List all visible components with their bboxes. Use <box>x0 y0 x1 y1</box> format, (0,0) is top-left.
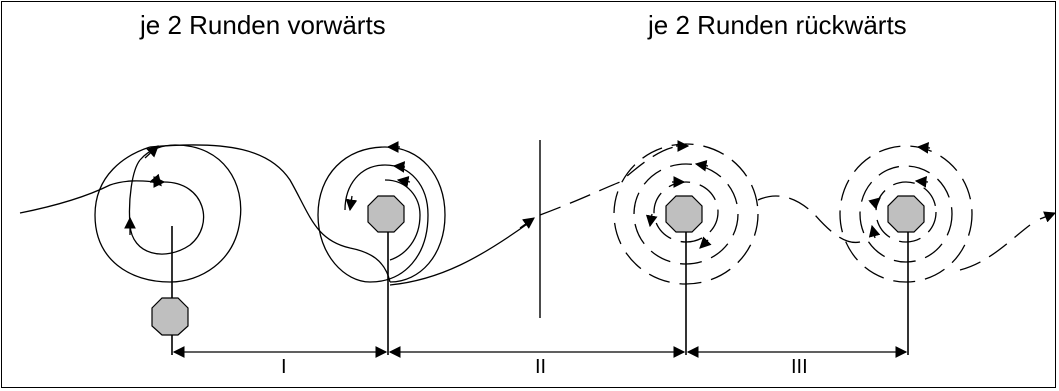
segment-label-1: I <box>281 356 287 378</box>
inner-loop-1 <box>128 159 205 255</box>
circle-group-1 <box>19 144 391 355</box>
entry-path <box>19 180 159 214</box>
segment-label-3: III <box>791 356 808 378</box>
segment-label-2: II <box>535 356 547 378</box>
obstacle-3 <box>665 195 703 233</box>
heading-backward: je 2 Runden rückwärts <box>648 10 907 40</box>
obstacle-2 <box>367 195 405 233</box>
transition-1-2 <box>149 144 391 283</box>
transition-dashed-3-4 <box>757 195 861 244</box>
transition-dashed-3 <box>539 145 681 216</box>
circle-group-4 <box>757 145 1031 283</box>
obstacle-1 <box>151 297 189 336</box>
exit-dashed-4 <box>959 224 1031 271</box>
middle-loop-2 <box>344 164 429 283</box>
obstacle-4 <box>887 195 925 233</box>
circle-group-3 <box>539 143 759 285</box>
outer-loop-4 <box>839 145 973 283</box>
circle-group-2 <box>317 141 535 355</box>
heading-forward: je 2 Runden vorwärts <box>140 10 386 40</box>
outer-loop-2 <box>317 146 446 283</box>
middle-loop-4 <box>859 165 953 263</box>
transition-2-3 <box>389 221 531 286</box>
outer-loop-1 <box>94 144 242 283</box>
inner-loop-4 <box>875 181 937 243</box>
